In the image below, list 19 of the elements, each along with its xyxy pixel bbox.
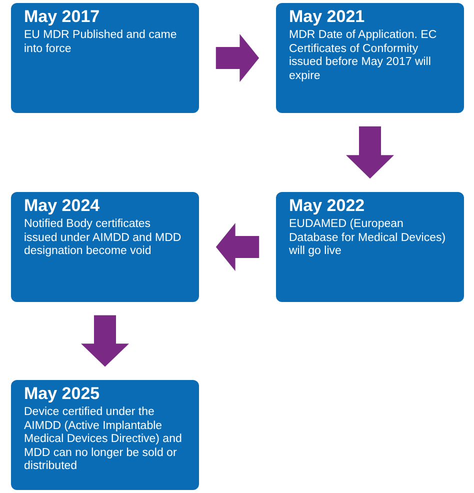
block-arrow — [216, 223, 260, 271]
timeline-box — [11, 3, 199, 113]
block-arrow — [346, 126, 394, 179]
timeline-box — [11, 192, 199, 302]
timeline-box — [276, 192, 464, 302]
date-heading: May 2022 — [289, 195, 366, 217]
event-description: Notified Body certificates issued under AIMDD and MDD designation become void — [24, 218, 182, 258]
date-heading: May 2024 — [24, 195, 101, 217]
date-heading: May 2017 — [24, 6, 101, 28]
date-heading: May 2025 — [24, 383, 101, 405]
timeline-box — [11, 380, 199, 490]
block-arrow — [216, 34, 260, 82]
event-description: EUDAMED (European Database for Medical Devices) will go live — [289, 218, 447, 258]
event-description: EU MDR Published and came into force — [24, 29, 178, 56]
event-description: Device certified under the AIMDD (Active Implantable Medical Devices Directive) and MDD can no longer be sold or distributed — [24, 406, 183, 474]
block-arrow — [81, 315, 129, 367]
event-description: MDR Date of Application. EC Certificates of Conformity issued before May 2017 will expire — [289, 29, 438, 83]
date-heading: May 2021 — [289, 6, 366, 28]
timeline-box — [276, 3, 464, 113]
